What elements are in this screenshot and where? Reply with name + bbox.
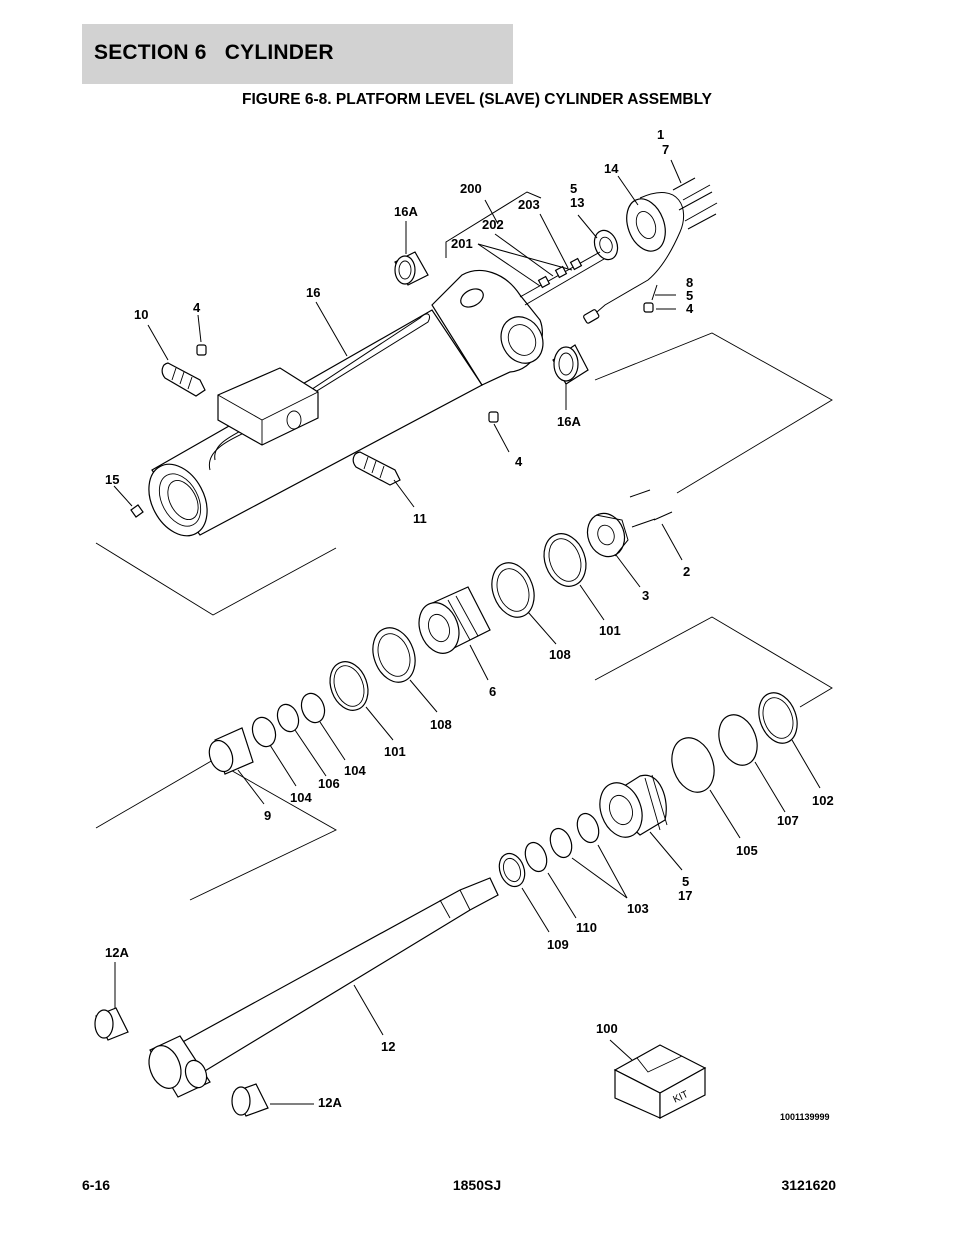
callout-203: 203 [518,197,540,212]
reference-plane-upper [594,332,833,494]
callout-labels: 1 7 14 200 5 13 203 16A 202 201 8 5 4 16… [105,127,834,1110]
callout-16: 16 [306,285,320,300]
callout-4: 4 [515,454,523,469]
callout-12a: 12A [105,945,129,960]
ring-102 [758,692,798,744]
callout-201: 201 [451,236,473,251]
seal-103-b [549,827,573,859]
callout-6: 6 [489,684,496,699]
callout-108: 108 [430,717,452,732]
reference-plane-barrel [95,542,337,616]
callout-2: 2 [683,564,690,579]
ring-108-lower [372,627,416,683]
leader-lines [113,159,821,1105]
callout-4: 4 [686,301,694,316]
callout-15: 15 [105,472,119,487]
figure-title: FIGURE 6-8. PLATFORM LEVEL (SLAVE) CYLIN… [242,91,712,108]
reference-plane-middle [594,616,833,708]
callout-104: 104 [290,790,312,805]
section-header: SECTION 6 CYLINDER [82,24,513,84]
ring-107 [718,714,758,766]
callout-14: 14 [604,161,619,176]
callout-12a: 12A [318,1095,342,1110]
ring-108-upper [491,562,535,618]
bushing-12a-top [94,1007,129,1041]
callout-9: 9 [264,808,271,823]
callout-8: 8 [686,275,693,290]
oring-106 [276,703,300,733]
callout-7: 7 [662,142,669,157]
ring-101-lower [329,661,369,711]
callout-202: 202 [482,217,504,232]
callout-101: 101 [599,623,621,638]
fitting-10 [161,362,206,397]
seal-13 [593,229,619,261]
page-number: 6-16 [82,1177,111,1193]
callout-102: 102 [812,793,834,808]
seal-103-a [576,812,600,844]
drawing-number: 1001139999 [780,1112,830,1122]
bolts-2 [629,489,673,528]
oring-105 [671,737,715,793]
spacer-9 [208,727,254,775]
callout-5: 5 [682,874,689,889]
section-title: SECTION 6 CYLINDER [94,41,334,64]
callout-101: 101 [384,744,406,759]
callout-16a: 16A [557,414,581,429]
ring-110 [524,841,548,873]
cylinder-barrel [148,270,544,537]
callout-103: 103 [627,901,649,916]
wiper-109 [498,852,526,888]
callout-110: 110 [576,920,597,935]
callout-16a: 16A [394,204,418,219]
head-3 [586,512,629,558]
callout-17: 17 [678,888,692,903]
bolts-1 [672,177,718,230]
callout-1: 1 [657,127,664,142]
callout-200: 200 [460,181,482,196]
bushing-16a-bottom [552,344,589,385]
ring-104-a [300,692,326,724]
callout-109: 109 [547,937,569,952]
callout-3: 3 [642,588,649,603]
callout-105: 105 [736,843,758,858]
callout-100: 100 [596,1021,618,1036]
ring-104-b [251,716,277,748]
flange-14 [583,192,685,324]
callout-12: 12 [381,1039,395,1054]
reference-plane-lower [95,759,337,901]
bushing-12a-bottom [231,1083,269,1117]
callout-10: 10 [134,307,148,322]
ring-101-upper [543,533,587,587]
spool-200 [519,251,605,306]
bushing-16a-top [394,251,429,286]
callout-5: 5 [570,181,577,196]
model-name: 1850SJ [452,1177,502,1193]
callout-11: 11 [413,511,427,526]
kit-box-100: KIT [613,1044,707,1119]
plug-4 [196,302,654,423]
callout-104: 104 [344,763,366,778]
callout-107: 107 [777,813,799,828]
piston-6 [418,586,491,654]
callout-5: 5 [686,288,693,303]
part-number: 3121620 [781,1177,836,1193]
gland-5 [599,774,668,838]
callout-4: 4 [193,300,201,315]
callout-108: 108 [549,647,571,662]
callout-106: 106 [318,776,340,791]
callout-13: 13 [570,195,584,210]
fitting-11 [352,451,401,486]
bleeder-15 [130,504,144,518]
rod-12 [148,877,499,1098]
